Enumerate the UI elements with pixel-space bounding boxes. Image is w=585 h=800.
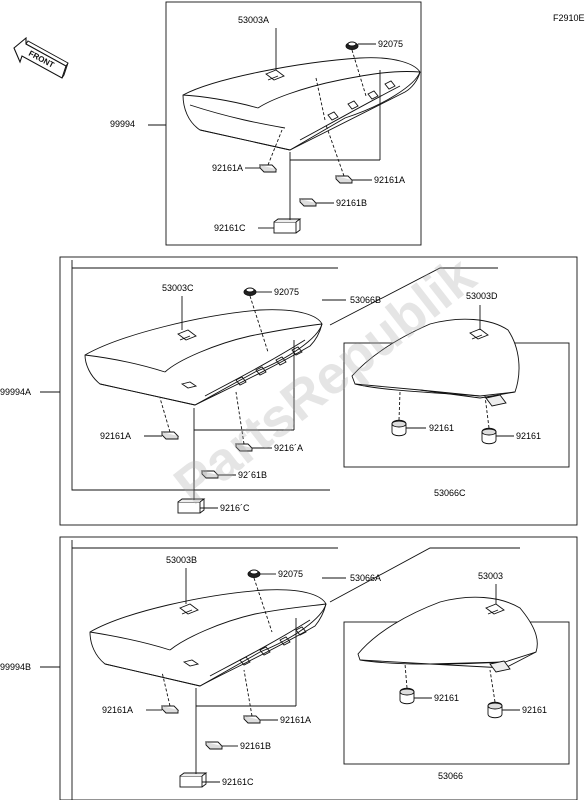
part-label: 92161B <box>240 741 272 751</box>
damper-icon <box>177 498 206 514</box>
damper-icon <box>179 772 208 788</box>
part-label: 92161C <box>222 777 254 787</box>
middle-panel <box>40 256 578 526</box>
part-label: 53066 <box>438 771 464 781</box>
part-label: 92161A <box>280 715 312 725</box>
damper-icon <box>234 443 254 452</box>
grommet-icon <box>247 569 261 578</box>
part-label: 92161 <box>522 705 548 715</box>
part-label: 53003 <box>478 571 504 581</box>
damper-icon <box>399 687 415 705</box>
bottom-panel-frame <box>59 536 578 800</box>
rider-seat-c <box>84 309 323 406</box>
part-label: 92161A <box>100 431 132 441</box>
part-label: 92161 <box>429 423 455 433</box>
part-label: 53066C <box>434 488 466 498</box>
part-label: 92161A <box>102 705 134 715</box>
damper-icon <box>204 741 224 750</box>
damper-icon <box>160 705 180 714</box>
part-label: 99994B <box>0 662 32 672</box>
passenger-seat <box>357 596 538 673</box>
part-label: 92075 <box>274 287 300 297</box>
part-label: 53066B <box>350 295 382 305</box>
part-label: 92161 <box>434 693 460 703</box>
part-label: 92161C <box>214 223 246 233</box>
damper-icon <box>487 701 503 719</box>
damper-icon <box>481 427 497 445</box>
part-label: 92161B <box>336 198 368 208</box>
part-label: 53003D <box>466 291 498 301</box>
part-label: 53066A <box>350 573 382 583</box>
top-panel-frame <box>165 1 422 246</box>
middle-panel-frame <box>59 256 578 526</box>
rider-seat-a <box>182 57 421 151</box>
part-label: 92075 <box>378 39 404 49</box>
part-label: 53003C <box>162 283 194 293</box>
part-label: 92161A <box>212 163 244 173</box>
part-label: 99994A <box>0 387 32 397</box>
damper-icon <box>200 470 220 479</box>
front-arrow-icon: FRONT <box>13 36 69 79</box>
bottom-panel <box>40 536 578 800</box>
part-label: 92161A <box>374 175 406 185</box>
grommet-icon <box>243 287 257 296</box>
damper-icon <box>273 218 302 234</box>
part-label: 53003A <box>238 15 270 25</box>
damper-icon <box>298 198 318 207</box>
rider-seat-b <box>89 589 327 687</box>
part-label: 9216´A <box>274 443 304 453</box>
part-label: 99994 <box>110 119 136 129</box>
top-panel <box>148 1 422 246</box>
part-label: 92075 <box>278 569 304 579</box>
damper-icon <box>242 715 262 724</box>
damper-icon <box>391 419 407 437</box>
damper-icon <box>258 164 278 173</box>
damper-icon <box>334 175 354 184</box>
part-label: 9216´C <box>220 503 250 513</box>
part-label: 92´61B <box>238 470 268 480</box>
damper-icon <box>160 431 180 440</box>
grommet-icon <box>345 41 359 50</box>
part-label: 92161 <box>516 431 542 441</box>
passenger-seat-d <box>351 318 520 407</box>
figure-code: F2910E <box>553 13 585 23</box>
part-label: 53003B <box>166 555 198 565</box>
